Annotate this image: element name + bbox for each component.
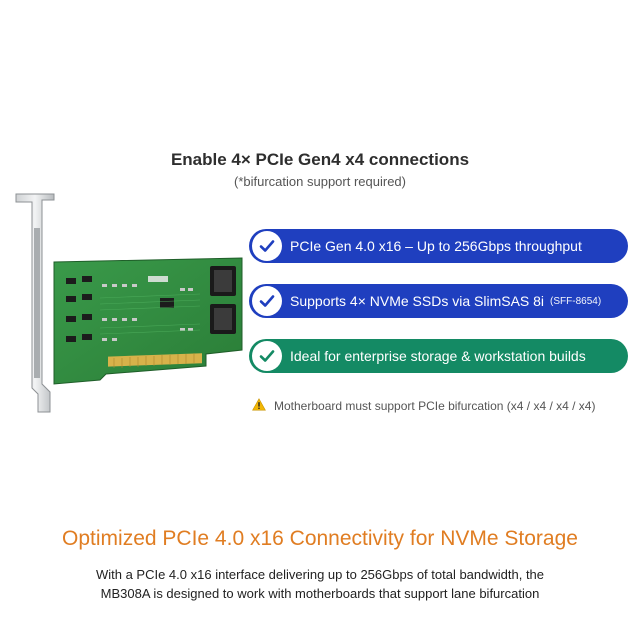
check-icon <box>252 341 282 371</box>
feature-text: Supports 4× NVMe SSDs via SlimSAS 8i <box>290 293 545 309</box>
check-icon <box>252 231 282 261</box>
headline: Enable 4× PCIe Gen4 x4 connections <box>170 150 470 169</box>
feature-text: PCIe Gen 4.0 x16 – Up to 256Gbps through… <box>290 238 582 254</box>
section-body-line: MB308A is designed to work with motherbo… <box>100 586 540 601</box>
subheadline: (*bifurcation support required) <box>234 174 406 189</box>
feature-pill-throughput: PCIe Gen 4.0 x16 – Up to 256Gbps through… <box>249 229 628 263</box>
section-body-line: With a PCIe 4.0 x16 interface delivering… <box>95 567 545 582</box>
feature-text: Ideal for enterprise storage & workstati… <box>290 348 586 364</box>
section-title: Optimized PCIe 4.0 x16 Connectivity for … <box>62 527 578 550</box>
section-body: With a PCIe 4.0 x16 interface delivering… <box>30 565 610 603</box>
feature-pill-slimsas: Supports 4× NVMe SSDs via SlimSAS 8i (SF… <box>249 284 628 318</box>
pcie-card-image <box>15 193 243 413</box>
check-icon <box>252 286 282 316</box>
bifurcation-warning: Motherboard must support PCIe bifurcatio… <box>252 398 632 414</box>
warning-triangle-icon <box>252 398 266 414</box>
feature-pill-enterprise: Ideal for enterprise storage & workstati… <box>249 339 628 373</box>
warning-text: Motherboard must support PCIe bifurcatio… <box>274 399 596 413</box>
feature-note: (SFF-8654) <box>550 295 602 307</box>
